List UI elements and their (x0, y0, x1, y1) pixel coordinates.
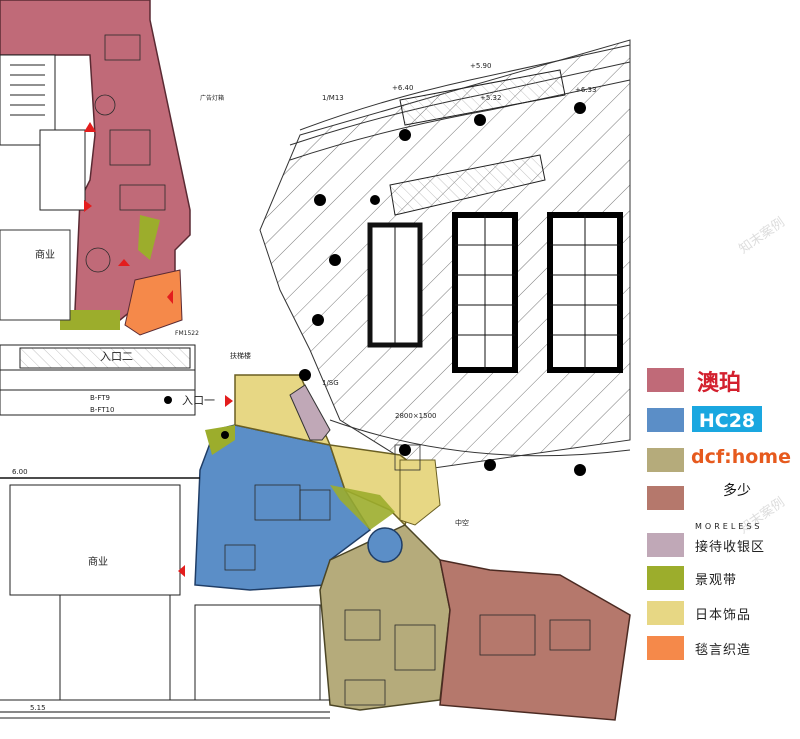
elevation-6: 5.15 (30, 704, 46, 712)
grid-label-a: B-FT9 (90, 394, 110, 402)
stair-core (367, 222, 423, 348)
legend-item-aomi: 澳珀 (645, 366, 800, 396)
elevation-3: +5.32 (480, 94, 501, 102)
moreless-sub: MORELESS (695, 522, 763, 531)
grid-label-b: B-FT10 (90, 406, 114, 414)
swatch-japan (647, 601, 684, 625)
elevation-1: +5.90 (470, 62, 491, 70)
swatch-hc28 (647, 408, 684, 432)
zone-void-label: 中空 (455, 518, 469, 527)
zone-reception (289, 384, 331, 441)
elevator-core-right (547, 212, 623, 373)
lower-left-building (0, 344, 330, 719)
axis-label-1: 1/M13 (322, 94, 344, 102)
swatch-aomi (647, 368, 684, 392)
legend-item-hc28: HC28 (645, 406, 800, 436)
aomi-logo: 澳珀 (697, 370, 742, 396)
moreless-logo: 多少 (723, 483, 751, 499)
zone-landscape-1 (60, 310, 120, 330)
swatch-carpet (647, 636, 684, 660)
entrance-one-label: 入口一 (182, 394, 215, 407)
commercial-label: 商业 (35, 248, 55, 261)
elevation-5: 6.00 (12, 468, 28, 476)
round-feature (367, 527, 403, 563)
zone-carpet (124, 269, 183, 336)
commercial-label-2: 商业 (88, 555, 108, 568)
legend-label-japan: 日本饰品 (695, 608, 752, 623)
legend-item-moreless: 多少 MORELESS (645, 483, 800, 531)
legend-item-carpet: 毯言织造 (645, 634, 800, 664)
swatch-dcf (647, 448, 684, 472)
entrance-markers (84, 122, 233, 577)
legend-label-landscape: 景观带 (695, 573, 738, 588)
legend-item-reception: 接待收银区 (645, 531, 800, 561)
legend-label-carpet: 毯言织造 (695, 643, 752, 658)
escalator-2 (399, 69, 566, 126)
swatch-landscape (647, 566, 684, 590)
legend-item-landscape: 景观带 (645, 564, 800, 594)
escalator (389, 154, 546, 216)
zone-japan-2 (399, 459, 441, 526)
swatch-moreless (647, 486, 684, 510)
legend-item-japan: 日本饰品 (645, 599, 800, 629)
elevator-core-left (452, 212, 518, 373)
zone-landscape-2 (138, 215, 160, 260)
dcf-logo: dcf:home (691, 446, 791, 468)
walkway-curve-lower (329, 419, 631, 457)
atrium-void (259, 39, 631, 471)
legend-label-reception: 接待收银区 (695, 540, 766, 555)
hc28-logo: HC28 (692, 406, 762, 432)
elevation-4: +6.33 (575, 86, 596, 94)
corridor-label: 广告灯箱 (200, 94, 224, 102)
entrance-two-label: 入口二 (100, 350, 133, 363)
escalator-lower (19, 347, 191, 369)
dimension-label: 2800×1500 (395, 412, 437, 420)
stair-label: FM1522 (175, 330, 199, 337)
swatch-reception (647, 533, 684, 557)
columns (221, 102, 586, 476)
axis-label-2: 1/SG (322, 379, 339, 387)
walkway-curve (299, 44, 631, 131)
elevation-2: +6.40 (392, 84, 413, 92)
escalator-note: 扶梯楼 (230, 351, 251, 360)
zone-landscape-4 (330, 485, 395, 530)
legend-item-dcf: dcf:home (645, 446, 800, 476)
